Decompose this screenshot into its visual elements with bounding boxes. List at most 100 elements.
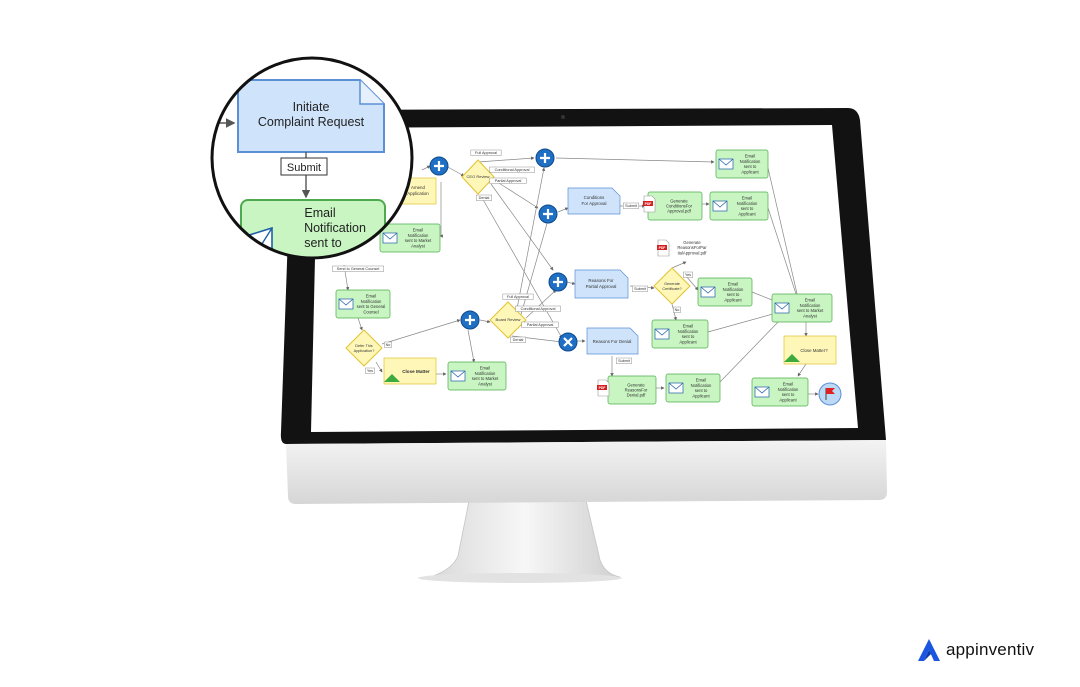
email-task-label-line: sent to Market: [405, 238, 432, 243]
email-task-label-line: Counsel: [363, 309, 378, 314]
email-task-label-line: sent to Market: [797, 308, 824, 313]
task-reasons-for-denial: Reasons For Denial: [586, 327, 639, 355]
pdf-icon-label: PDF: [599, 386, 606, 390]
connector-lines: [343, 156, 819, 396]
email-task-label-line: Analyst: [803, 313, 818, 318]
envelope-icon: [718, 158, 734, 170]
email-task-label-line: sent to: [741, 206, 754, 211]
envelope-icon: [712, 200, 728, 212]
email-task-label-line: Generate: [670, 198, 688, 203]
email-task-label-line: sent to: [744, 164, 757, 169]
task-label: Close Matter?: [800, 348, 828, 353]
pdf-icon: PDF: [597, 379, 610, 397]
edge-label: No: [673, 306, 681, 313]
pdf-icon-label: PDF: [659, 246, 666, 250]
email-task-label-line: Analyst: [478, 381, 493, 386]
edge-label-text: No: [675, 308, 680, 312]
email-task-label-line: Applicant: [741, 169, 759, 174]
parallel-gateway-4: [548, 272, 568, 292]
email-task-label-line: Applicant: [738, 211, 756, 216]
email-task-label-line: Notification: [691, 383, 712, 388]
gateway-label: Board Review: [496, 317, 521, 322]
edge-label: Denial: [476, 194, 493, 201]
exclusive-gateway-x: [558, 332, 578, 352]
email-task-label-line: sent to: [695, 388, 708, 393]
task-conditions-for-approval: Conditions For Approval: [567, 187, 621, 215]
email-task-label-line: Email: [745, 154, 756, 159]
email-task-label-line: Email: [366, 294, 377, 299]
edge-label: Submit: [616, 357, 633, 364]
email-task-label-line: Notification: [361, 299, 382, 304]
task-reasons-partial-approval: Reasons For Partial Approval: [574, 269, 629, 299]
email-task-label-line: Notification: [740, 159, 761, 164]
edge-label-text: Conditional Approval: [495, 168, 530, 172]
zoom-task-label-line: Initiate: [293, 100, 330, 114]
brand-logo: appinventiv: [916, 634, 1066, 666]
edge-label-text: Partial Approval: [527, 323, 554, 327]
zoom-lens: Initiate Complaint Request Submit Email …: [210, 56, 414, 260]
edge-label: Partial Approval: [489, 177, 527, 184]
email-task-label-line: sent to: [727, 292, 740, 297]
zoom-task-initiate-complaint: Initiate Complaint Request: [237, 79, 385, 153]
task-label-line: ReasonsForPar: [677, 245, 707, 250]
task-label-line: Conditions: [584, 195, 606, 200]
envelope-icon: [700, 286, 716, 298]
edge-label-text: Submit: [618, 359, 631, 363]
email-task-label-line: Email: [728, 282, 739, 287]
envelope-icon: [382, 232, 398, 244]
email-task-label-line: Notification: [723, 287, 744, 292]
gateway-generate-certificate: Generate Certificate?: [653, 267, 691, 305]
gateway-label: Defer This: [355, 344, 373, 348]
task-label-line: Reasons For Denial: [593, 339, 632, 344]
email-task-label-line: Notification: [475, 371, 496, 376]
zoom-email-line: sent to: [304, 236, 342, 250]
envelope-icon: [654, 328, 670, 340]
brand-name: appinventiv: [946, 640, 1035, 659]
envelope-icon: [338, 298, 354, 310]
edge-label: No: [384, 341, 392, 348]
email-task-label-line: Email: [742, 196, 753, 201]
email-task-label-line: Email: [696, 378, 707, 383]
edge-label: Partial Approval: [521, 321, 559, 328]
edge-label: Full Approval: [502, 293, 534, 300]
task-label-line: For Approval: [582, 201, 607, 206]
edge-label-text: Denial: [479, 196, 490, 200]
edge-label: Send to General Counsel: [332, 265, 384, 272]
email-task-label-line: Applicant: [692, 393, 710, 398]
envelope-icon: [450, 370, 466, 382]
email-task-label-line: Notification: [778, 387, 799, 392]
end-event-flag: [818, 382, 842, 406]
email-task-label-line: sent to General: [357, 304, 386, 309]
envelope-icon: [774, 302, 790, 314]
email-task-label-line: Generate: [627, 382, 645, 387]
edge-label: Denial: [510, 336, 527, 343]
pdf-icon: PDF: [657, 239, 670, 257]
edge-label-text: Submit: [625, 204, 638, 208]
edge-label: Conditional Approval: [489, 166, 535, 173]
edge-label: Yes: [683, 271, 693, 278]
edge-label: Conditional Approval: [515, 305, 561, 312]
parallel-gateway-3: [538, 204, 558, 224]
task-close-matter: Close Matter: [383, 357, 437, 385]
email-task-label-line: Applicant: [679, 339, 697, 344]
parallel-gateway-2: [535, 148, 555, 168]
task-label-line: Application: [407, 191, 429, 196]
pdf-icon: PDF: [643, 195, 656, 213]
zoom-email-line: Notification: [304, 221, 366, 235]
edge-label-text: Send to General Counsel: [337, 267, 380, 271]
envelope-icon: [754, 386, 770, 398]
email-task-label-line: Applicant: [779, 397, 797, 402]
